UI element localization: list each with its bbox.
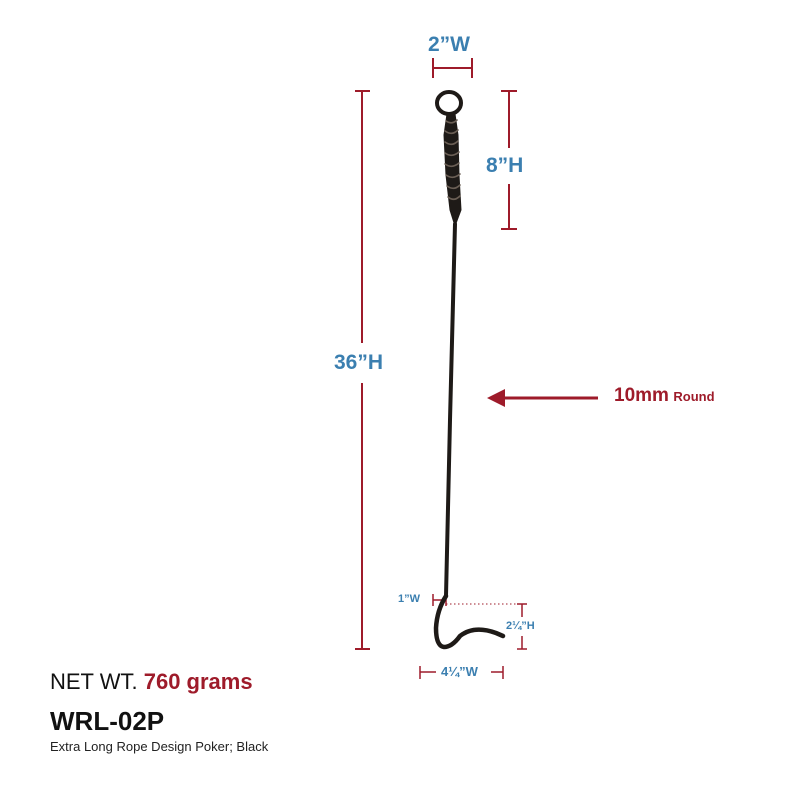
shaft-size-callout: 10mm Round [614,386,715,405]
shaft-shape-label: Round [673,389,715,404]
hook-gap-width-label: 1”W [398,593,420,605]
net-weight-label: NET WT. [50,669,138,694]
net-weight: NET WT. 760 grams [50,671,253,693]
product-description: Extra Long Rope Design Poker; Black [50,739,269,754]
arrow-icon [487,389,598,407]
net-weight-value: 760 grams [143,669,253,694]
handle-height-label: 8”H [486,154,524,177]
total-height-label: 36”H [334,351,384,374]
dim-line-handle-height [501,90,517,230]
shaft-size-value: 10mm [614,385,669,406]
dim-line-handle-width [432,58,473,78]
dim-line-hook-width [419,666,504,679]
model-number: WRL-02P [50,706,165,736]
hook-height-label: 2¼”H [506,620,535,632]
dim-line-hook-height [446,603,527,650]
hook-width-label: 4¼”W [441,664,478,679]
handle-width-label: 2”W [428,33,470,56]
poker-image [433,90,506,650]
dim-line-total-height [355,90,370,650]
